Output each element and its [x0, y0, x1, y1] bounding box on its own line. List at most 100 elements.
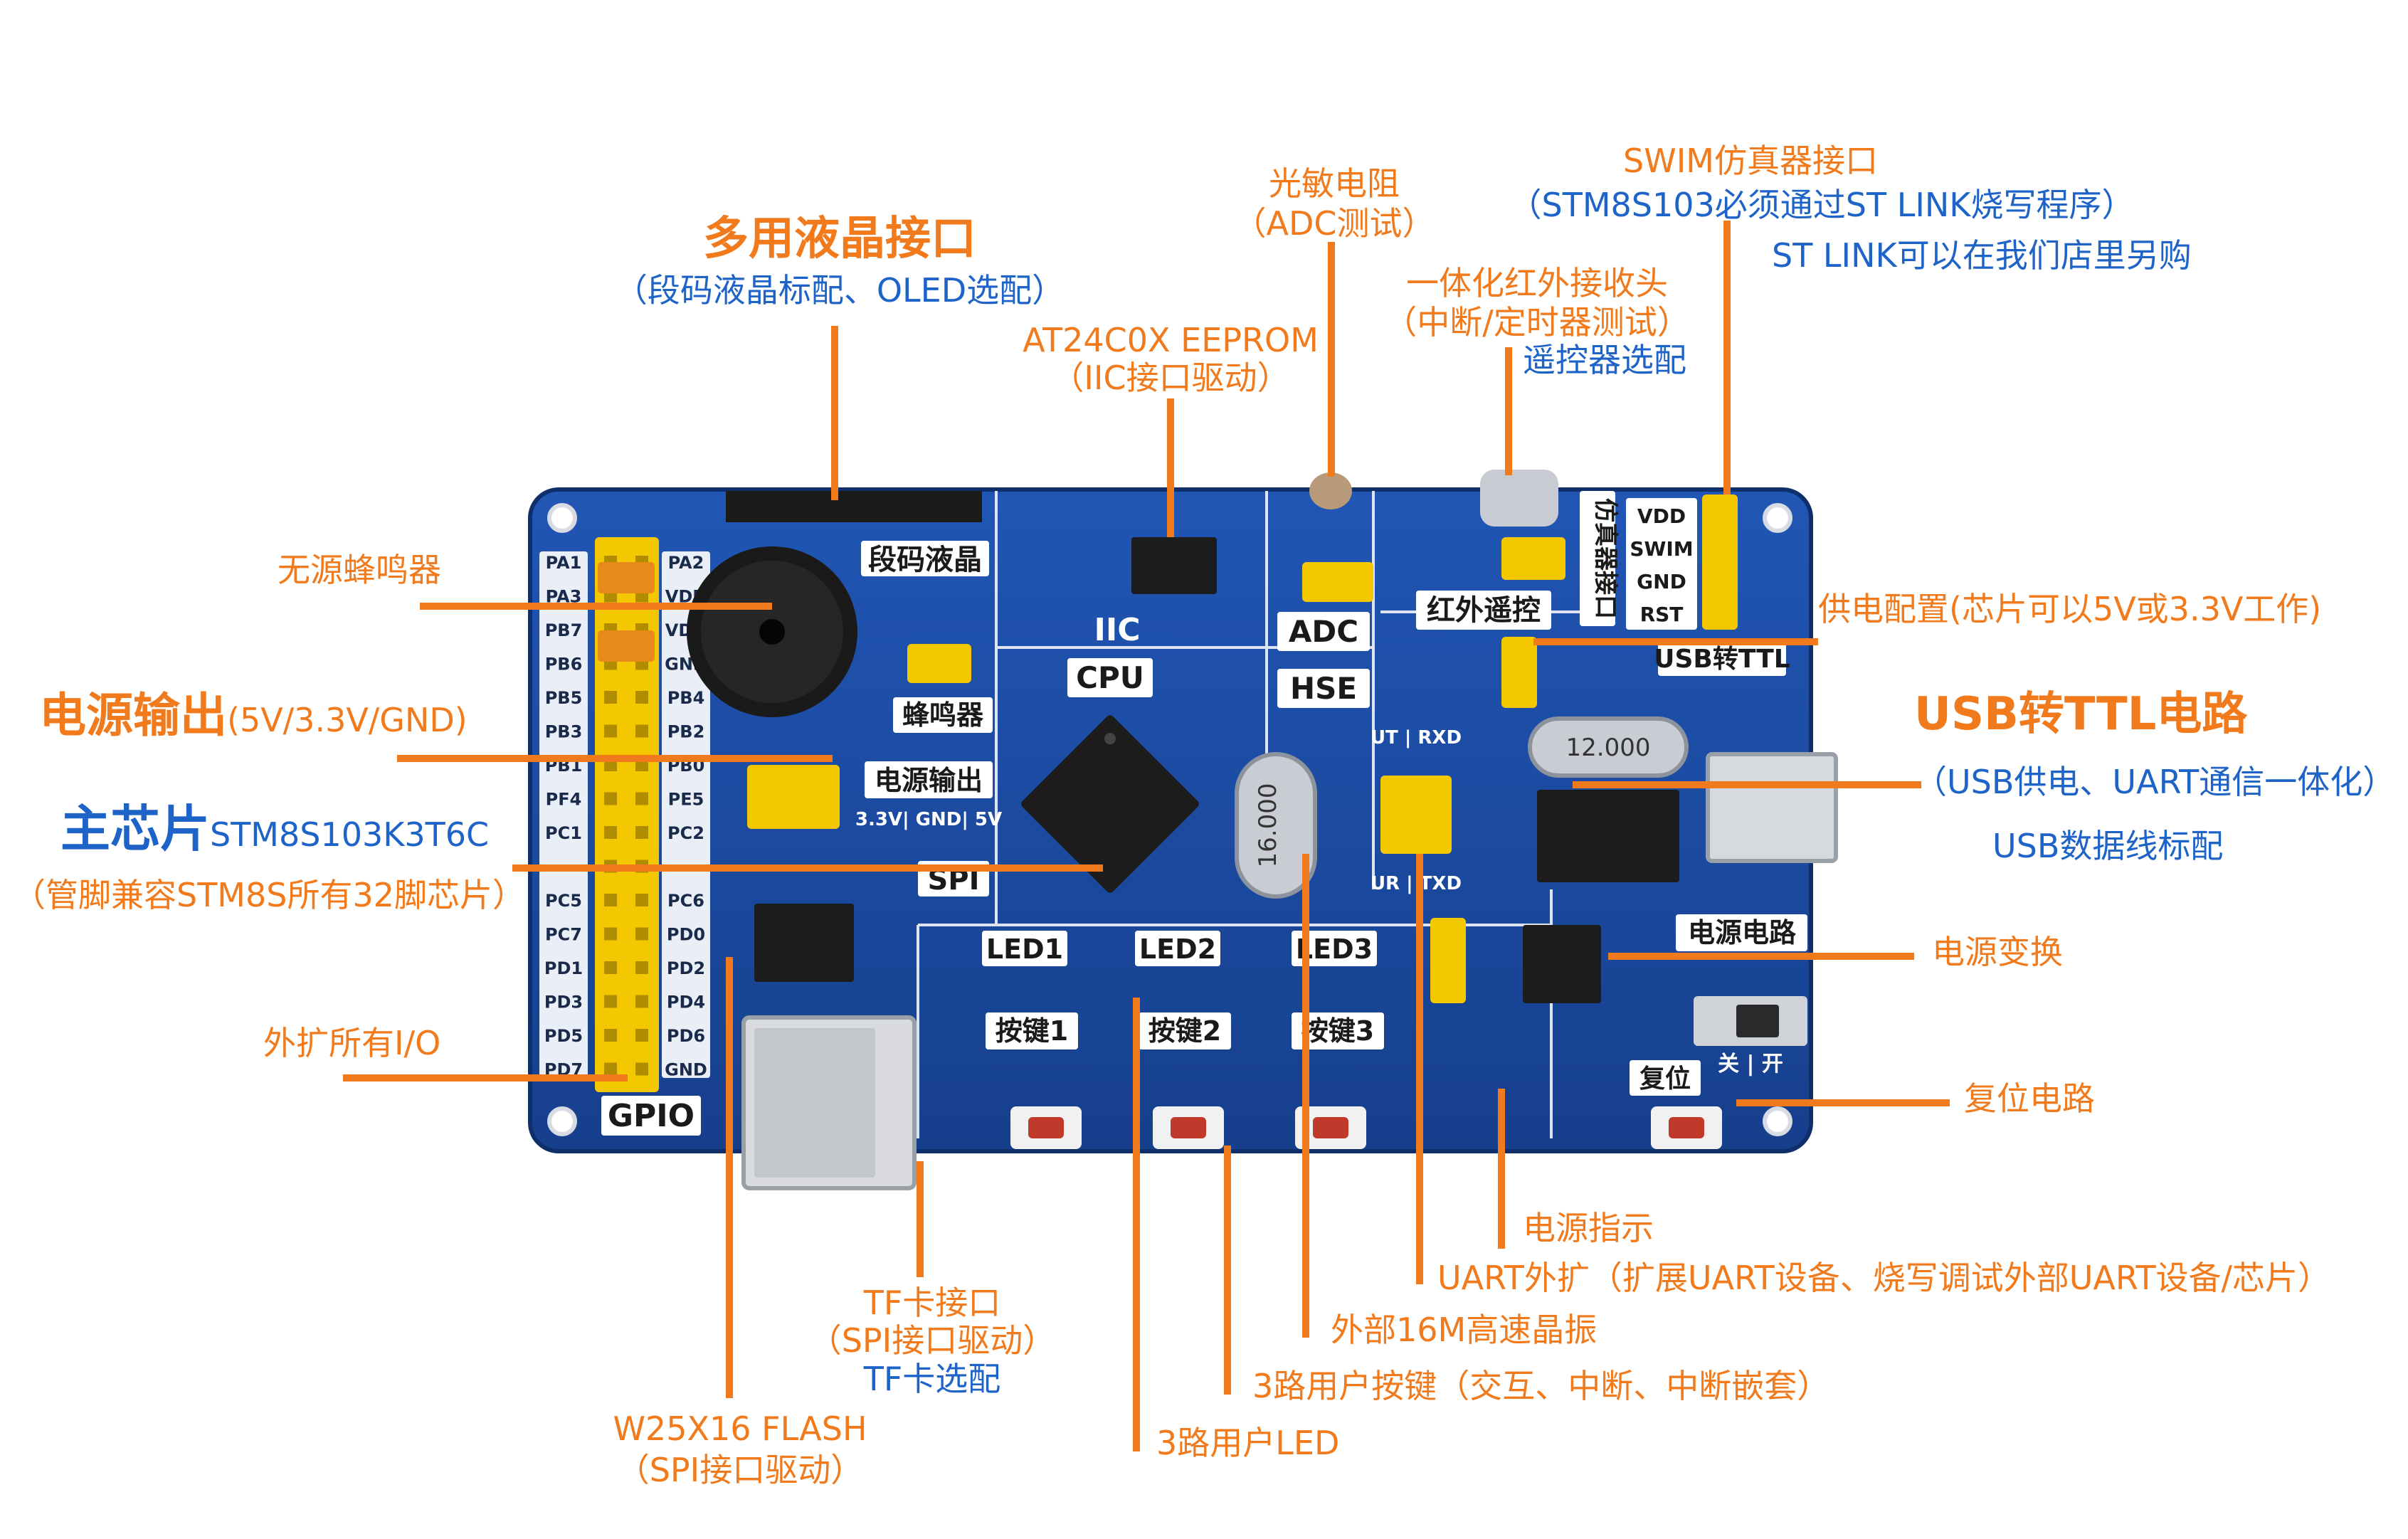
- silk-adc: ADC: [1289, 614, 1358, 649]
- power-out-label: 电源输出(5V/3.3V/GND): [39, 689, 468, 743]
- gpio-label-left: PD5: [544, 1026, 583, 1046]
- flash-chip: [754, 904, 854, 982]
- ldr-title: 光敏电阻: [1269, 164, 1400, 203]
- leader-usb-ttl: [1573, 781, 1921, 788]
- usb-ttl-title: USB转TTL电路: [1914, 688, 2248, 741]
- silk-buzzer-box: [893, 697, 993, 733]
- keys-label: 3路用户按键（交互、中断、中断嵌套）: [1252, 1367, 1830, 1405]
- jumper: [598, 562, 655, 593]
- silk-lcd-box: [861, 541, 989, 576]
- flash-subtitle: （SPI接口驱动）: [616, 1451, 864, 1489]
- gpio-pin: [635, 1029, 648, 1042]
- silk-adc-box: [1277, 612, 1370, 651]
- swim-pin-label: SWIM: [1630, 537, 1693, 561]
- swim-pin-labels: VDD SWIM GND RST: [1630, 504, 1693, 626]
- gpio-label-left: PF4: [546, 790, 582, 810]
- eeprom-chip: [1131, 537, 1217, 594]
- silk-power-circuit-box: [1676, 914, 1807, 951]
- tf-optional: TF卡选配: [863, 1360, 1001, 1398]
- power-out-small: (5V/3.3V/GND): [227, 701, 468, 739]
- leader-lcd: [831, 326, 838, 500]
- ldr-subtitle: （ADC测试）: [1233, 204, 1435, 243]
- mount-hole: [1763, 1106, 1792, 1136]
- gpio-label-left: PB3: [545, 722, 583, 742]
- gpio-label-right: PB2: [667, 722, 705, 742]
- gpio-label-left: PB5: [545, 688, 583, 708]
- silk-switch: 关 | 开: [1718, 1052, 1783, 1077]
- uart-jumper-block: [1380, 776, 1452, 854]
- gpio-label-right: PD0: [667, 925, 705, 945]
- silk-reset: 复位: [1639, 1064, 1691, 1094]
- reset-label: 复位电路: [1964, 1079, 2095, 1118]
- swim-label-box: [1626, 498, 1697, 630]
- gpio-pin: [604, 691, 617, 704]
- mcu-model: STM8S103K3T6C: [210, 815, 490, 854]
- gpio-label-right: PD6: [667, 1026, 705, 1046]
- gpio-pin: [635, 826, 648, 839]
- gpio-label-right: PC6: [667, 891, 704, 911]
- silk-usb-ttl-box: [1658, 640, 1786, 676]
- mcu-subtitle: （管脚兼容STM8S所有32脚芯片）: [13, 876, 525, 914]
- jumper: [1501, 537, 1565, 580]
- gpio-pin: [604, 792, 617, 805]
- leader-keys: [1224, 1146, 1231, 1395]
- eeprom-subtitle: （IIC接口驱动）: [1051, 359, 1290, 397]
- gpio-label-left: PB7: [545, 620, 583, 640]
- silk-cpu: CPU: [1076, 660, 1144, 695]
- power-out-big: 电源输出: [39, 688, 227, 743]
- mount-hole: [1763, 503, 1792, 533]
- leader-hse: [1302, 854, 1309, 1338]
- hse-crystal: [1235, 752, 1317, 899]
- regulator: [1523, 925, 1601, 1003]
- silk-gpio: GPIO: [608, 1098, 695, 1134]
- lcd-subtitle: （段码液晶标配、OLED选配）: [614, 271, 1065, 310]
- silk-ir: 红外遥控: [1427, 594, 1541, 627]
- gpio-pin: [635, 1062, 648, 1076]
- usb-ttl-chip: [1537, 790, 1679, 882]
- gpio-pin: [635, 691, 648, 704]
- gpio-label-left: PB6: [545, 655, 583, 675]
- eeprom-title: AT24C0X EEPROM: [1023, 321, 1319, 359]
- ir-remote-note: 遥控器选配: [1523, 341, 1686, 379]
- gpio-label-left: PA1: [546, 553, 582, 573]
- swim-title: SWIM仿真器接口: [1623, 142, 1878, 180]
- swim-pin-label: VDD: [1637, 504, 1686, 528]
- gpio-pin: [604, 1062, 617, 1076]
- silk-ut-rxd: UT | RXD: [1371, 727, 1462, 749]
- gpio-header: [595, 537, 659, 1092]
- jumper: [907, 644, 971, 683]
- power-conv-label: 电源变换: [1932, 933, 2063, 971]
- swim-pin-label: RST: [1640, 603, 1684, 626]
- silk-led2: LED2: [1139, 934, 1216, 965]
- gpio-pin: [604, 724, 617, 738]
- buzzer-label: 无源蜂鸣器: [278, 551, 441, 589]
- gpio-label-left: PC1: [545, 823, 582, 843]
- leader-power-cfg: [1533, 638, 1818, 645]
- gpio-label-right: PB4: [667, 688, 705, 708]
- usb-cable-note: USB数据线标配: [1992, 827, 2224, 865]
- usb-connector: [1706, 752, 1838, 863]
- ir-subtitle: （中断/定时器测试）: [1384, 303, 1690, 342]
- leader-tf: [917, 1161, 924, 1277]
- lcd-socket: [726, 491, 982, 522]
- leader-eeprom: [1167, 398, 1174, 537]
- leader-mcu: [512, 864, 1103, 872]
- silk-power-out: 电源输出: [875, 765, 983, 796]
- gpio-pin: [635, 927, 648, 941]
- leader-reset: [1736, 1099, 1950, 1106]
- silk-hse-box: [1277, 669, 1370, 708]
- gpio-label-right: PD2: [667, 958, 705, 978]
- swim-pin-label: GND: [1637, 570, 1686, 593]
- silk-power-circuit: 电源电路: [1688, 917, 1797, 948]
- mcu-chip: [1021, 715, 1199, 893]
- silk-led1: LED1: [986, 934, 1063, 965]
- silk-power-pins: 3.3V| GND| 5V: [855, 809, 1002, 830]
- led-labels: LED1 LED2 LED3: [982, 931, 1377, 966]
- gpio-pin: [604, 826, 617, 839]
- gpio-pin: [635, 792, 648, 805]
- silk-swim: 仿真器接口: [1591, 498, 1620, 619]
- ldr-sensor: [1309, 472, 1352, 509]
- gpio-pin: [635, 894, 648, 906]
- power-out-header: [747, 765, 840, 829]
- gpio-pin: [604, 894, 617, 906]
